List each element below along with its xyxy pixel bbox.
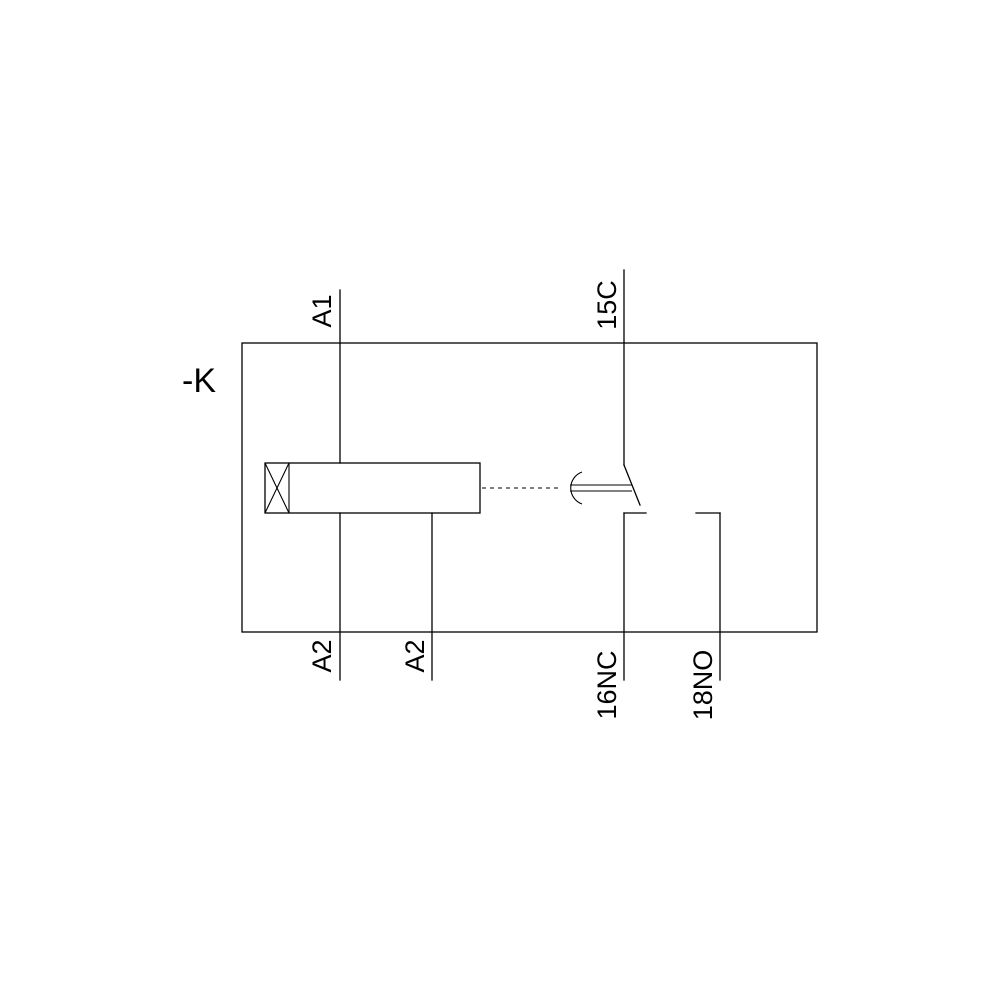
actuator-symbol (570, 471, 632, 505)
changeover-contact (623, 269, 721, 681)
coil-cross-b (264, 462, 290, 514)
terminal-label-a2-left: A2 (307, 639, 337, 672)
terminal-label-18no: 18NO (688, 650, 718, 721)
coil-body (264, 462, 481, 514)
terminal-label-a1: A1 (307, 294, 337, 327)
device-tag: -K (182, 362, 216, 400)
relay-coil (264, 462, 481, 514)
terminal-label-15c: 15C (592, 280, 622, 330)
contact-blade (623, 464, 641, 506)
device-enclosure (241, 342, 818, 633)
terminal-label-a2-right: A2 (400, 639, 430, 672)
terminal-label-16nc: 16NC (592, 650, 622, 719)
actuator-arc (570, 471, 583, 505)
